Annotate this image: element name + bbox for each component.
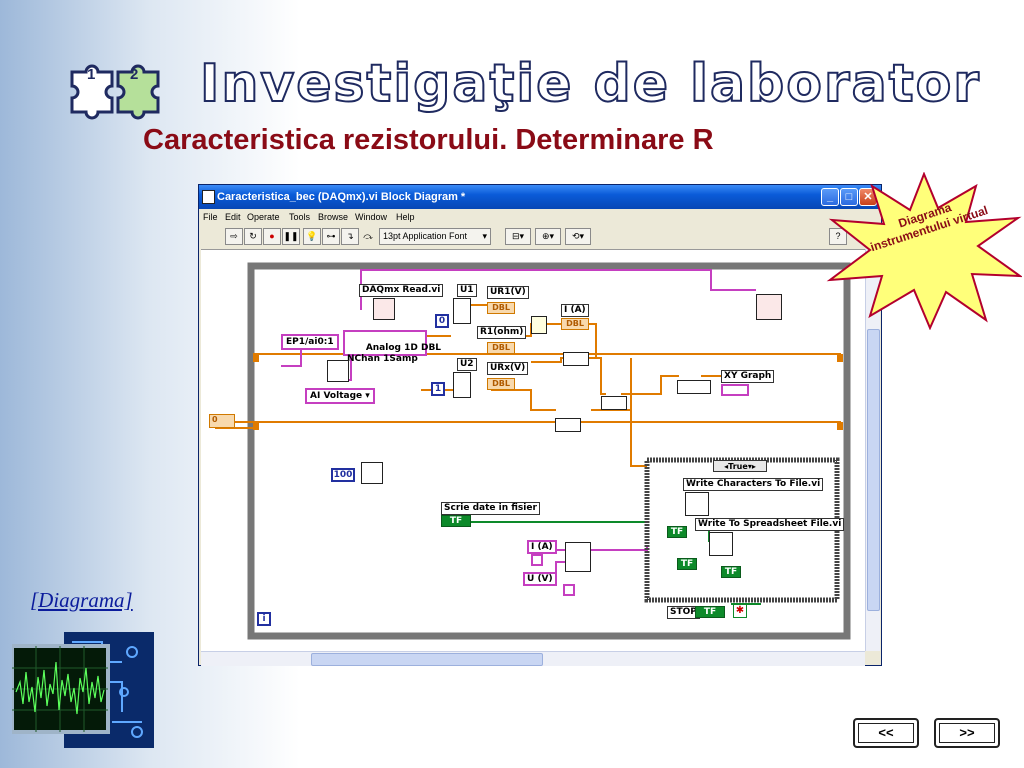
prev-slide-button[interactable]: << [853,718,919,748]
xy-graph-label: XY Graph [721,370,775,383]
page-subtitle: Caracteristica rezistorului. Determinare… [143,124,714,156]
menu-browse[interactable]: Browse [318,212,349,222]
starburst-callout [826,172,1022,330]
daqmx-read-label: DAQmx Read.vi [359,284,444,297]
index-array-u1-icon[interactable] [453,298,471,324]
read-mode-label: Analog 1D DBL NChan 1Samp [347,343,442,364]
build-array-icon-1[interactable] [563,352,589,366]
scroll-thumb[interactable] [311,653,543,666]
menu-help[interactable]: Help [396,212,415,222]
font-selector-label: 13pt Application Font [383,231,468,241]
create-channel-icon[interactable] [327,360,349,382]
reorder-icon[interactable]: ⟲▾ [565,228,591,245]
menu-window[interactable]: Window [355,212,388,222]
index-array-u2-icon[interactable] [453,372,471,398]
puzzle-number-2: 2 [130,66,139,83]
wait-timer-icon[interactable] [361,462,383,484]
chevron-down-icon: ▾ [482,231,487,241]
i-a-terminal[interactable] [531,554,543,566]
write-spreadsheet-label: Write To Spreadsheet File.vi [695,518,845,531]
horizontal-scrollbar[interactable] [201,651,865,666]
u1-label: U1 [457,284,477,297]
labview-icon [202,190,215,204]
const-1-index[interactable]: 1 [431,382,445,396]
menu-bar: File Edit Operate Tools Browse Window He… [199,209,881,225]
step-into-icon[interactable]: ↴ [341,228,359,245]
highlight-execution-icon[interactable]: 💡 [303,228,321,245]
labview-window: Caracteristica_bec (DAQmx).vi Block Diag… [198,184,882,666]
loop-condition-icon[interactable]: ✱ [733,604,747,618]
i-a-label: I (A) [527,540,557,554]
r1-control[interactable]: DBL [487,342,515,354]
const-0-index[interactable]: 0 [435,314,449,328]
current-label: I (A) [561,304,589,317]
write-chars-icon[interactable] [685,492,709,516]
align-objects-icon[interactable]: ⊟▾ [505,228,531,245]
vertical-scrollbar[interactable] [865,249,880,651]
menu-edit[interactable]: Edit [225,212,241,222]
current-indicator[interactable]: DBL [561,318,589,330]
u2-label: U2 [457,358,477,371]
close-button[interactable]: ✕ [859,188,877,206]
tf-constant-3[interactable]: TF [721,566,741,578]
menu-tools[interactable]: Tools [289,212,311,222]
step-over-icon[interactable]: ⤼ [363,231,373,241]
toolbar: ⇨ ↻ ● ❚❚ 💡 ⊶ ↴ ⤼ 13pt Application Font ▾… [199,225,881,249]
ur1-label: UR1(V) [487,286,529,299]
bundle-icon[interactable] [677,380,711,394]
case-selector-label: True [728,462,748,471]
diagram-link[interactable]: [Diagrama] [30,588,133,612]
stop-button-terminal[interactable]: TF [695,606,725,618]
puzzle-icon [70,64,160,120]
abort-icon[interactable]: ● [263,228,281,245]
oscilloscope-circuit-image [12,632,154,748]
loop-init-constant[interactable]: 0 [209,414,235,428]
build-array-icon-3[interactable] [555,418,581,432]
ur1-indicator[interactable]: DBL [487,302,515,314]
daqmx-read-icon[interactable] [373,298,395,320]
r1-label: R1(ohm) [477,326,527,339]
write-file-boolean[interactable]: TF [441,515,471,527]
urx-indicator[interactable]: DBL [487,378,515,390]
tf-constant-2[interactable]: TF [677,558,697,570]
build-array-table-icon[interactable] [565,542,591,572]
wait-ms-constant[interactable]: 100 [331,468,355,482]
case-selector[interactable]: ◂True▾▸ [713,460,767,472]
ai-voltage-label: AI Voltage [310,391,363,401]
run-arrow-icon[interactable]: ⇨ [225,228,243,245]
build-array-icon-2[interactable] [601,396,627,410]
menu-file[interactable]: File [203,212,218,222]
scroll-thumb[interactable] [867,329,880,611]
maximize-button[interactable]: □ [840,188,858,206]
puzzle-number-1: 1 [87,66,96,83]
window-titlebar[interactable]: Caracteristica_bec (DAQmx).vi Block Diag… [199,185,881,209]
write-chars-label: Write Characters To File.vi [683,478,824,491]
page-title: Investigaţie de laborator [199,53,981,115]
distribute-objects-icon[interactable]: ⊕▾ [535,228,561,245]
u-v-terminal[interactable] [563,584,575,596]
block-diagram-canvas[interactable]: DAQmx Read.vi EP1/ai0:1 Analog 1D DBL NC… [201,249,865,652]
font-selector[interactable]: 13pt Application Font ▾ [379,228,491,245]
tf-constant-1[interactable]: TF [667,526,687,538]
channel-constant[interactable]: EP1/ai0:1 [281,334,339,350]
read-mode-selector[interactable]: Analog 1D DBL NChan 1Samp [343,330,441,364]
window-title: Caracteristica_bec (DAQmx).vi Block Diag… [217,191,466,203]
xy-graph-terminal[interactable] [721,384,749,396]
pause-icon[interactable]: ❚❚ [282,228,300,245]
write-file-label: Scrie date in fisier [441,502,540,515]
urx-label: URx(V) [487,362,529,375]
write-spreadsheet-icon[interactable] [709,532,733,556]
iteration-terminal: i [257,612,271,626]
minimize-button[interactable]: _ [821,188,839,206]
u-v-label: U (V) [523,572,557,586]
daqmx-clear-icon[interactable] [756,294,782,320]
retain-wire-values-icon[interactable]: ⊶ [322,228,340,245]
context-help-icon[interactable]: ? [829,228,847,245]
divide-icon[interactable] [531,316,547,334]
ai-voltage-selector[interactable]: AI Voltage ▾ [305,388,375,404]
run-continuous-icon[interactable]: ↻ [244,228,262,245]
menu-operate[interactable]: Operate [247,212,280,222]
next-slide-button[interactable]: >> [934,718,1000,748]
